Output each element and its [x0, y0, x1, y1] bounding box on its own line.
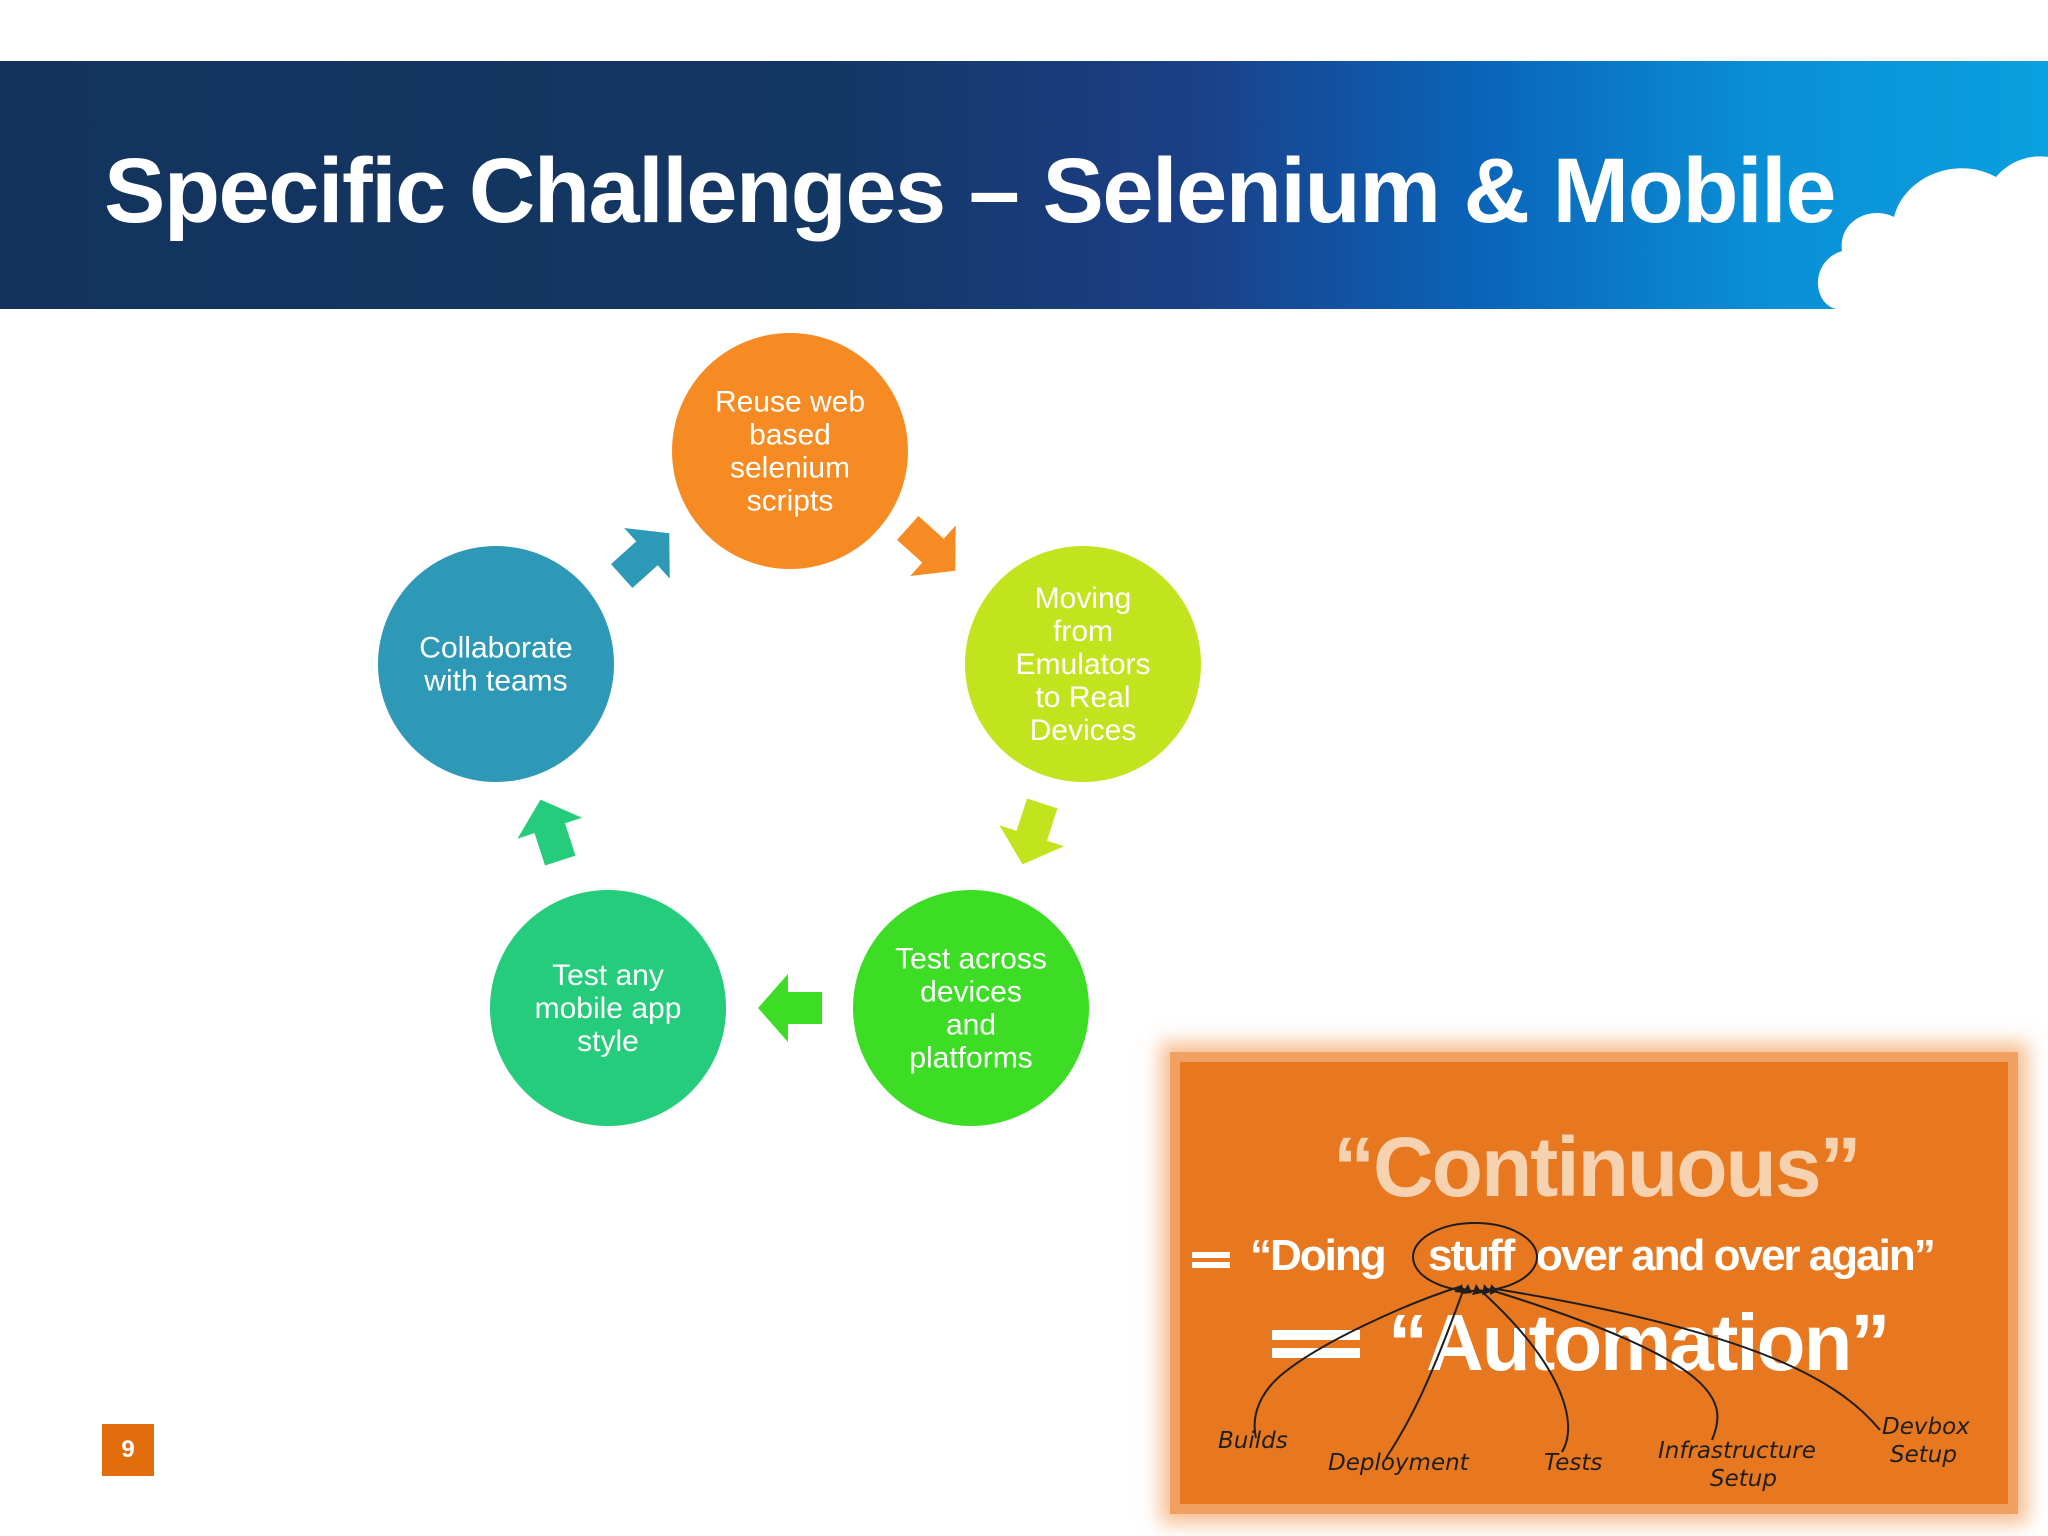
arrow-reuse-to-emulators [896, 516, 956, 576]
connector-arrowheads [1454, 1284, 1498, 1295]
cycle-node-label-line: platforms [909, 1042, 1032, 1075]
promo-continuous-text: “Continuous” [1333, 1120, 1860, 1214]
cycle-node-label-line: selenium [730, 452, 850, 485]
cycle-node-label-line: and [946, 1009, 996, 1042]
cycle-node-label-line: from [1053, 615, 1113, 648]
cycle-node-label-line: Moving [1035, 582, 1132, 615]
cycle-node-label-line: Reuse web [715, 386, 865, 419]
label-tests: Tests [1544, 1450, 1602, 1476]
cycle-node-circle [965, 546, 1201, 782]
cycle-node-circle [378, 546, 614, 782]
cycle-node-label-line: style [577, 1025, 639, 1058]
promo-automation-text: “Automation” [1388, 1298, 1888, 1387]
label-deployment: Deployment [1328, 1450, 1470, 1476]
cycle-node-label-line: Emulators [1015, 648, 1150, 681]
label-devbox-setup: Setup [1890, 1442, 1957, 1468]
equals-sign-2 [1272, 1330, 1360, 1340]
cycle-node-label-line: Devices [1030, 714, 1137, 747]
arrow-emulators-to-across [999, 798, 1065, 865]
cycle-node-label-line: based [749, 419, 831, 452]
header-banner: Specific Challenges – Selenium & Mobile [0, 61, 2048, 309]
cloud-icon [1817, 156, 2048, 309]
page-number-badge: 9 [102, 1424, 154, 1476]
cycle-node-label-line: to Real [1035, 681, 1130, 714]
promo-stuff-text: stuff [1428, 1231, 1516, 1280]
label-infrastructure-setup: Setup [1710, 1466, 1777, 1492]
label-devbox: Devbox [1882, 1414, 1970, 1440]
equals-sign-1 [1192, 1252, 1230, 1258]
continuous-automation-graphic: “Continuous” “Doing stuff over and over … [1192, 1120, 1970, 1492]
connector-lines [1253, 1285, 1881, 1459]
cycle-node-circle [490, 890, 726, 1126]
promo-doing-text: “Doing [1250, 1231, 1385, 1280]
label-infrastructure: Infrastructure [1658, 1438, 1816, 1464]
equals-sign-2 [1272, 1348, 1360, 1358]
slide-title: Specific Challenges – Selenium & Mobile [104, 140, 1836, 242]
label-builds: Builds [1218, 1428, 1288, 1454]
promo-over-again-text: over and over again” [1536, 1231, 1934, 1280]
cycle-node-label-line: Test any [552, 959, 664, 992]
cycle-node-circle [853, 890, 1089, 1126]
cycle-node-circle [672, 333, 908, 569]
cycle-node-label-line: scripts [747, 485, 834, 518]
continuous-automation-image: “Continuous” “Doing stuff over and over … [1180, 1062, 2008, 1504]
cycle-node-label-line: with teams [423, 665, 567, 698]
cycle-node-label-line: mobile app [535, 992, 682, 1025]
cycle-node-label-line: Test across [895, 943, 1047, 976]
cycle-node-label-line: devices [920, 976, 1022, 1009]
arrow-style-to-collaborate [517, 799, 583, 866]
arrow-across-to-style [758, 974, 822, 1042]
cycle-node-label-line: Collaborate [419, 632, 572, 665]
arrow-collaborate-to-reuse [610, 528, 670, 588]
equals-sign-1 [1192, 1262, 1230, 1268]
